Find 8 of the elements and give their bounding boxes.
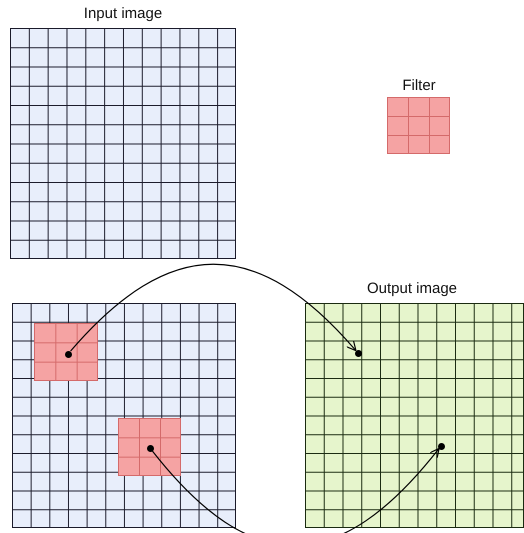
grid-title: Filter — [401, 77, 437, 94]
input-image-grid — [12, 303, 236, 528]
filter-patch — [34, 323, 98, 381]
grid-title: Input image — [82, 5, 164, 22]
filter-patch — [118, 418, 181, 476]
center-dot — [146, 444, 154, 452]
center-dot — [64, 350, 72, 358]
grid-title: Output image — [366, 280, 458, 297]
